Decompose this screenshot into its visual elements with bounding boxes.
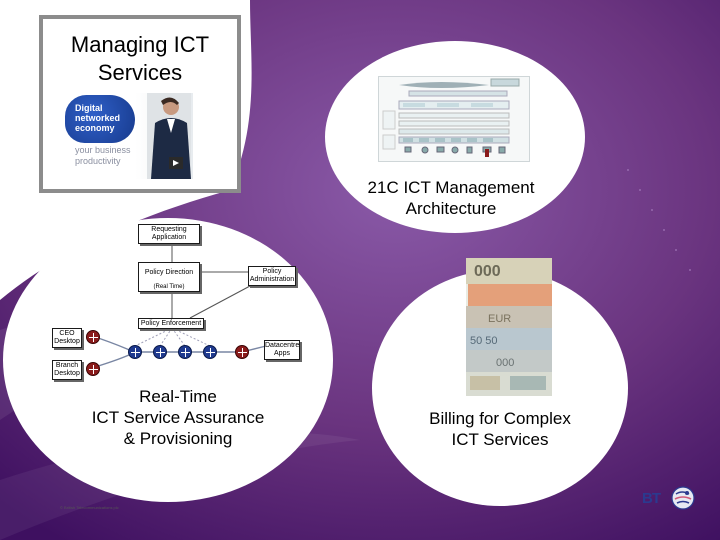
svg-text:000: 000 <box>496 357 514 369</box>
policy-direction-box: Policy Direction (Real Time) <box>138 262 200 292</box>
datacentre-apps-box: Datacentre Apps <box>264 340 300 360</box>
ceo-router-node <box>86 330 100 344</box>
ceo-desktop-box: CEO Desktop <box>52 328 82 348</box>
network-node-3 <box>178 345 192 359</box>
billing-caption: Billing for Complex ICT Services <box>400 408 600 450</box>
assurance-caption: Real-Time ICT Service Assurance & Provis… <box>60 386 296 449</box>
policy-administration-box: Policy Administration <box>248 266 296 286</box>
requesting-application-box: Requesting Application <box>138 224 200 244</box>
network-node-4 <box>203 345 217 359</box>
datacentre-router-node <box>235 345 249 359</box>
bt-logo: BT <box>642 485 698 513</box>
bt-globe-icon <box>670 485 696 511</box>
copyright-notice: © British Telecommunications plc <box>60 505 119 510</box>
svg-text:EUR: EUR <box>488 313 511 325</box>
network-node-1 <box>128 345 142 359</box>
network-node-2 <box>153 345 167 359</box>
svg-text:000: 000 <box>474 263 501 280</box>
banknotes-image: 000 EUR 50 50 000 <box>466 258 552 396</box>
branch-router-node <box>86 362 100 376</box>
branch-desktop-box: Branch Desktop <box>52 360 82 380</box>
svg-text:50 50: 50 50 <box>470 335 498 347</box>
policy-enforcement-box: Policy Enforcement <box>138 318 204 329</box>
